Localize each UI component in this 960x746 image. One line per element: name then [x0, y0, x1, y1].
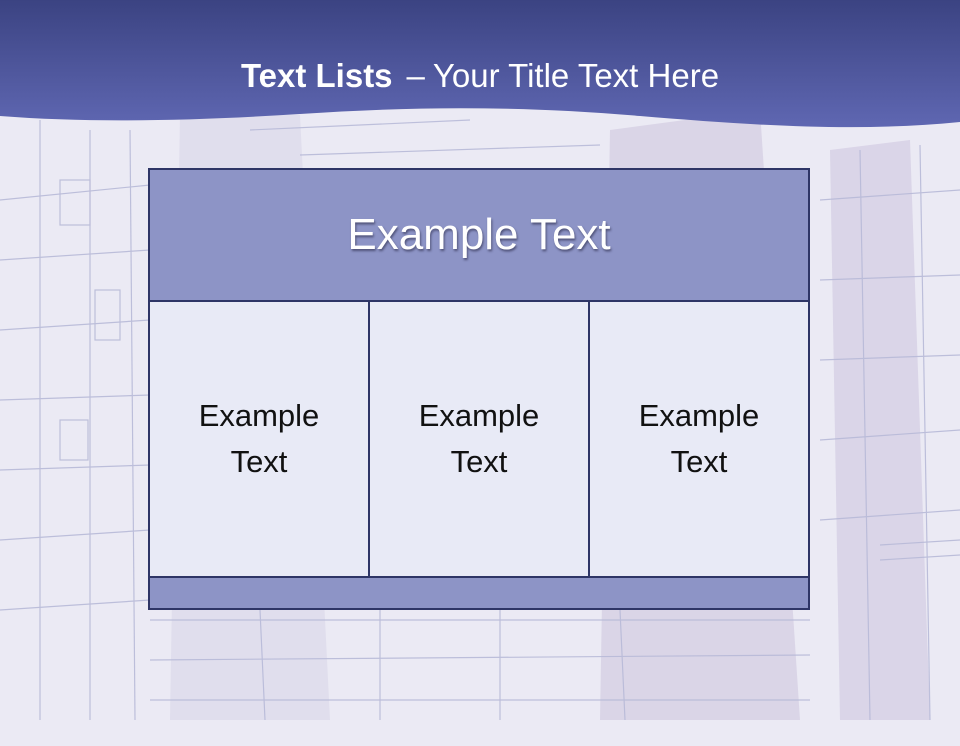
table-cell-3: Example Text	[588, 300, 810, 578]
text-list-table: Example Text Example Text Example Text E…	[148, 168, 810, 610]
table-cell-2: Example Text	[368, 300, 590, 578]
table-columns: Example Text Example Text Example Text	[148, 300, 810, 746]
slide-title: Text Lists–Your Title Text Here	[0, 52, 960, 100]
title-dash: –	[406, 57, 425, 94]
table-cell-1: Example Text	[148, 300, 370, 578]
title-bold-text: Text Lists	[240, 57, 393, 94]
table-footer-bar	[148, 576, 810, 610]
table-header: Example Text	[148, 168, 810, 302]
title-subtitle-text: Your Title Text Here	[432, 57, 720, 94]
